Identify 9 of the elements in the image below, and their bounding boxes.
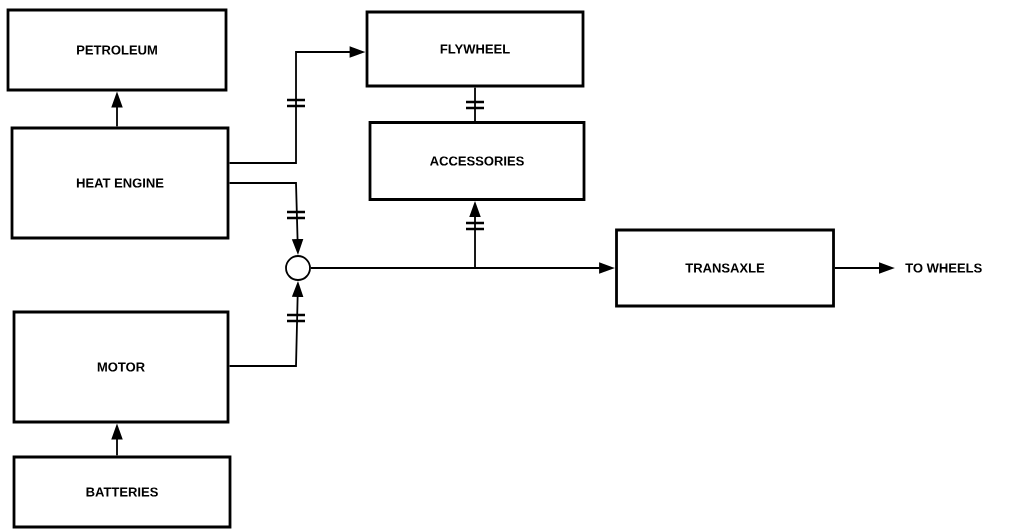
component-box: FLYWHEEL <box>365 10 585 88</box>
component-box: ACCESSORIES <box>368 121 586 201</box>
component-box: TRANSAXLE <box>615 228 835 308</box>
output-label: TO WHEELS <box>905 263 982 273</box>
differential-circle <box>285 255 311 281</box>
component-box: BATTERIES <box>12 455 232 529</box>
component-box: PETROLEUM <box>6 8 228 92</box>
component-box: HEAT ENGINE <box>10 126 230 240</box>
component-box: MOTOR <box>12 310 230 424</box>
